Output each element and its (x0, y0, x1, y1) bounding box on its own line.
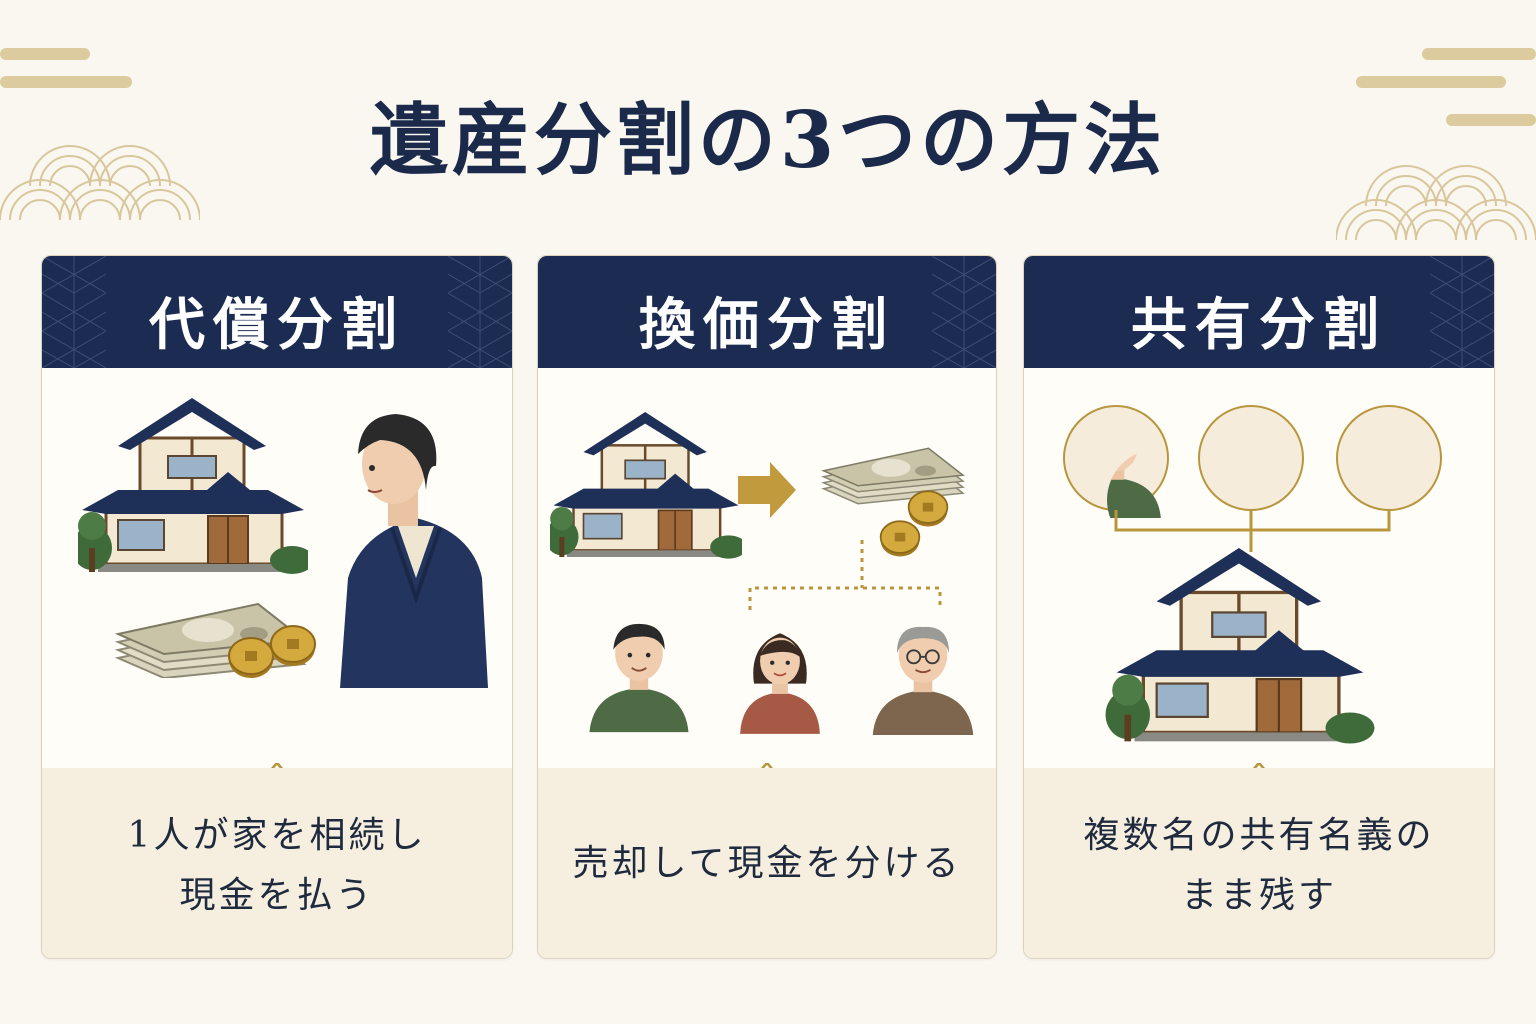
card-heading: 共有分割 (1131, 292, 1387, 358)
person-elder-icon (871, 625, 975, 735)
house-icon (1103, 548, 1377, 746)
illustration-daisho (78, 398, 488, 688)
description-line: 複数名の共有名義の (1083, 815, 1435, 856)
person-man-icon (588, 622, 690, 734)
card-header: 共有分割 (1024, 256, 1494, 368)
page-title: 遺産分割の3つの方法 (369, 95, 1167, 186)
illustration-kyoyu (1063, 405, 1442, 746)
arrow-right-icon (738, 462, 796, 518)
card-header: 代償分割 (42, 256, 512, 368)
description-line: 売却して現金を分ける (572, 843, 962, 884)
description-line: まま残す (1180, 875, 1337, 916)
card-heading: 換価分割 (639, 292, 895, 358)
coins-icon (907, 490, 949, 528)
heir-man-icon (340, 414, 488, 688)
description-line: 現金を払う (179, 875, 375, 916)
coins-icon (228, 637, 274, 679)
person-man-icon (1063, 405, 1169, 511)
cloud-decoration-right (1356, 48, 1536, 126)
card-daisho-bunkatsu: 代償分割 1人が家を相続し 現金を払う (41, 255, 513, 959)
house-icon (550, 412, 742, 560)
card-header: 換価分割 (538, 256, 996, 368)
card-heading: 代償分割 (149, 292, 405, 358)
house-icon (78, 398, 308, 576)
person-woman-icon (1198, 405, 1304, 511)
illustration-kanka (550, 412, 975, 735)
card-footer: 1人が家を相続し 現金を払う (42, 768, 512, 958)
description-line: 1人が家を相続し (127, 815, 427, 856)
card-kanka-bunkatsu: 換価分割 売却して現金を分ける (537, 255, 997, 959)
card-footer: 複数名の共有名義の まま残す (1024, 768, 1494, 958)
person-elder-icon (1336, 405, 1442, 511)
card-description: 売却して現金を分ける (538, 834, 996, 894)
card-kyoyu-bunkatsu: 共有分割 複数名の共有名義の まま残す (1023, 255, 1495, 959)
card-description: 複数名の共有名義の まま残す (1024, 806, 1494, 926)
card-footer: 売却して現金を分ける (538, 768, 996, 958)
card-description: 1人が家を相続し 現金を払う (42, 806, 512, 926)
person-woman-icon (739, 632, 821, 735)
cloud-decoration-left (0, 48, 132, 88)
